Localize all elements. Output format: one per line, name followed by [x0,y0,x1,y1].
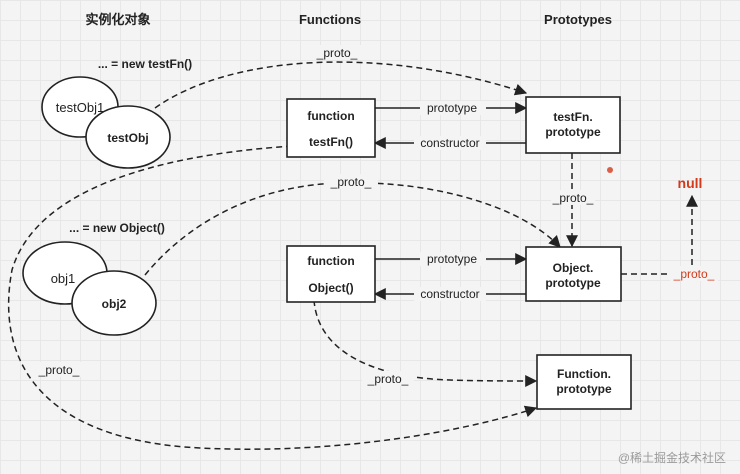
proto-label-null: _proto_ [673,267,715,281]
proto-edge-testfn-function-loop [8,144,538,450]
constructor-label-testfn-bg [414,136,486,150]
new-object-expression: ... = new Object() [69,221,165,235]
prototype-label-testfn: prototype [427,101,477,115]
prototype-label-object: prototype [427,252,477,266]
null-label: null [678,175,703,191]
testfn-prototype-box [525,96,621,154]
proto-edge-testobj [154,61,528,109]
proto-label-left-bg [32,362,86,377]
proto-label-testobj: _proto_ [316,46,358,60]
object-prototype-line2: prototype [545,276,601,290]
function-prototype-box [536,354,632,410]
proto-label-left: _proto_ [38,363,80,377]
obj2-node [71,270,157,336]
proto-label-testfnproto: _proto_ [552,191,594,205]
proto-label-objectfn-bg [362,371,414,386]
function-prototype-line2: prototype [556,382,612,396]
new-testfn-expression: ... = new testFn() [98,57,192,71]
object-function-line1: function [307,254,354,268]
proto-edge-null [621,194,698,275]
proto-label-null-bg [670,266,718,281]
testobj-node [85,105,171,169]
object-function-box [286,245,376,303]
testfn-prototype-line2: prototype [545,125,601,139]
proto-edge-objectfn-function [313,299,538,387]
prototype-label-object-bg [420,252,486,266]
constructor-label-testfn: constructor [420,136,479,150]
testfn-function-line2: testFn() [309,135,353,149]
prototype-label-testfn-bg [420,101,486,115]
obj1-label: obj1 [51,271,76,286]
object-function-line2: Object() [308,281,353,295]
testfn-prototype-line1: testFn. [553,110,592,124]
obj2-label: obj2 [102,297,127,311]
watermark: @稀土掘金技术社区 [618,450,726,465]
cursor-dot [607,167,613,173]
proto-label-testfnproto-bg [551,190,595,205]
testobj1-label: testObj1 [56,100,104,115]
column-title-prototypes: Prototypes [544,12,612,27]
testobj-label: testObj [107,131,148,145]
proto-label-objectfn: _proto_ [367,372,409,386]
proto-label-obj2: _proto_ [330,175,372,189]
column-title-functions: Functions [299,12,361,27]
object-prototype-box [525,246,622,302]
proto-label-obj2-bg [324,174,378,189]
function-prototype-line1: Function. [557,367,611,381]
constructor-label-object: constructor [420,287,479,301]
constructor-label-object-bg [414,287,486,301]
proto-label-testobj-bg [310,45,364,60]
testfn-function-line1: function [307,109,354,123]
column-title-instances: 实例化对象 [85,12,150,27]
testfn-function-box [286,98,376,158]
object-prototype-line1: Object. [553,261,594,275]
